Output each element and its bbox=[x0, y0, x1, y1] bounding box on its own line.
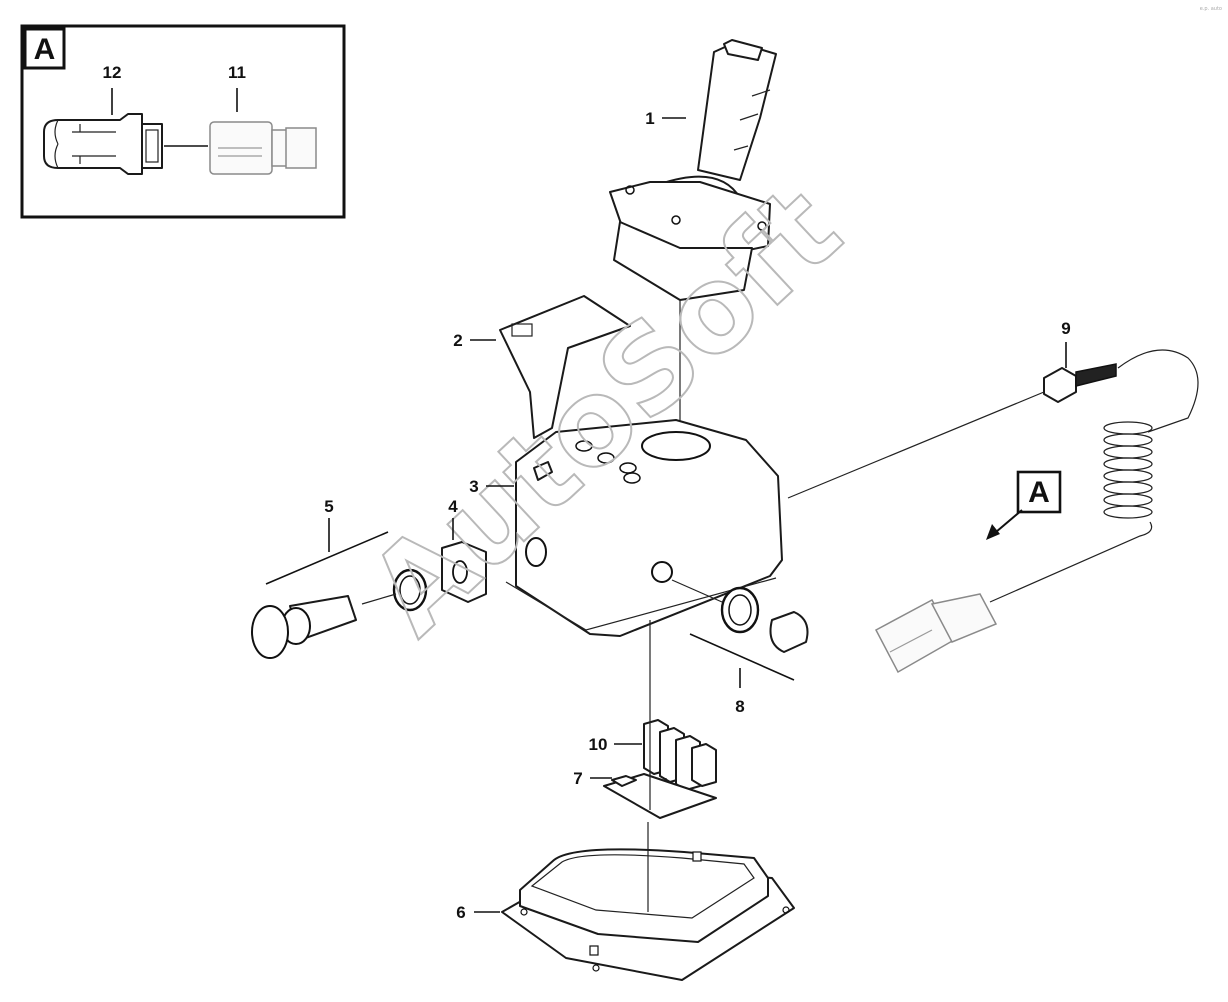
housing-part-3 bbox=[505, 419, 783, 637]
button-part-5 bbox=[251, 531, 428, 659]
callout-6: 6 bbox=[456, 903, 465, 922]
inset-letter-label: A bbox=[34, 33, 56, 66]
callout-5: 5 bbox=[324, 497, 333, 516]
detail-marker-letter: A bbox=[1028, 476, 1050, 509]
relay-part-10 bbox=[643, 719, 717, 798]
corner-mark: e.p. auto bbox=[1200, 6, 1222, 12]
cable-part-9 bbox=[787, 342, 1199, 674]
callout-12: 12 bbox=[103, 63, 122, 82]
connector-part-11 bbox=[209, 88, 317, 175]
inset-detail-a: A 12 11 bbox=[20, 24, 346, 219]
cable-connector bbox=[874, 593, 998, 674]
callout-10: 10 bbox=[589, 735, 608, 754]
callout-1: 1 bbox=[645, 109, 654, 128]
callout-11: 11 bbox=[228, 63, 246, 82]
bracket-part-2 bbox=[499, 295, 631, 439]
nut-part-4 bbox=[441, 541, 487, 603]
plug-part-8 bbox=[671, 579, 809, 681]
detail-marker-a: A bbox=[986, 470, 1062, 540]
callout-4: 4 bbox=[448, 497, 458, 516]
board-part-7 bbox=[603, 773, 717, 819]
callout-2: 2 bbox=[453, 331, 462, 350]
coil bbox=[1103, 421, 1153, 519]
callout-9: 9 bbox=[1061, 319, 1070, 338]
callout-7: 7 bbox=[573, 769, 582, 788]
leader-lines bbox=[328, 117, 741, 913]
callout-3: 3 bbox=[469, 477, 478, 496]
connector-part-12 bbox=[43, 88, 163, 175]
joystick-part-1 bbox=[609, 39, 777, 436]
cover-part-6 bbox=[501, 848, 795, 981]
callout-8: 8 bbox=[735, 697, 744, 716]
